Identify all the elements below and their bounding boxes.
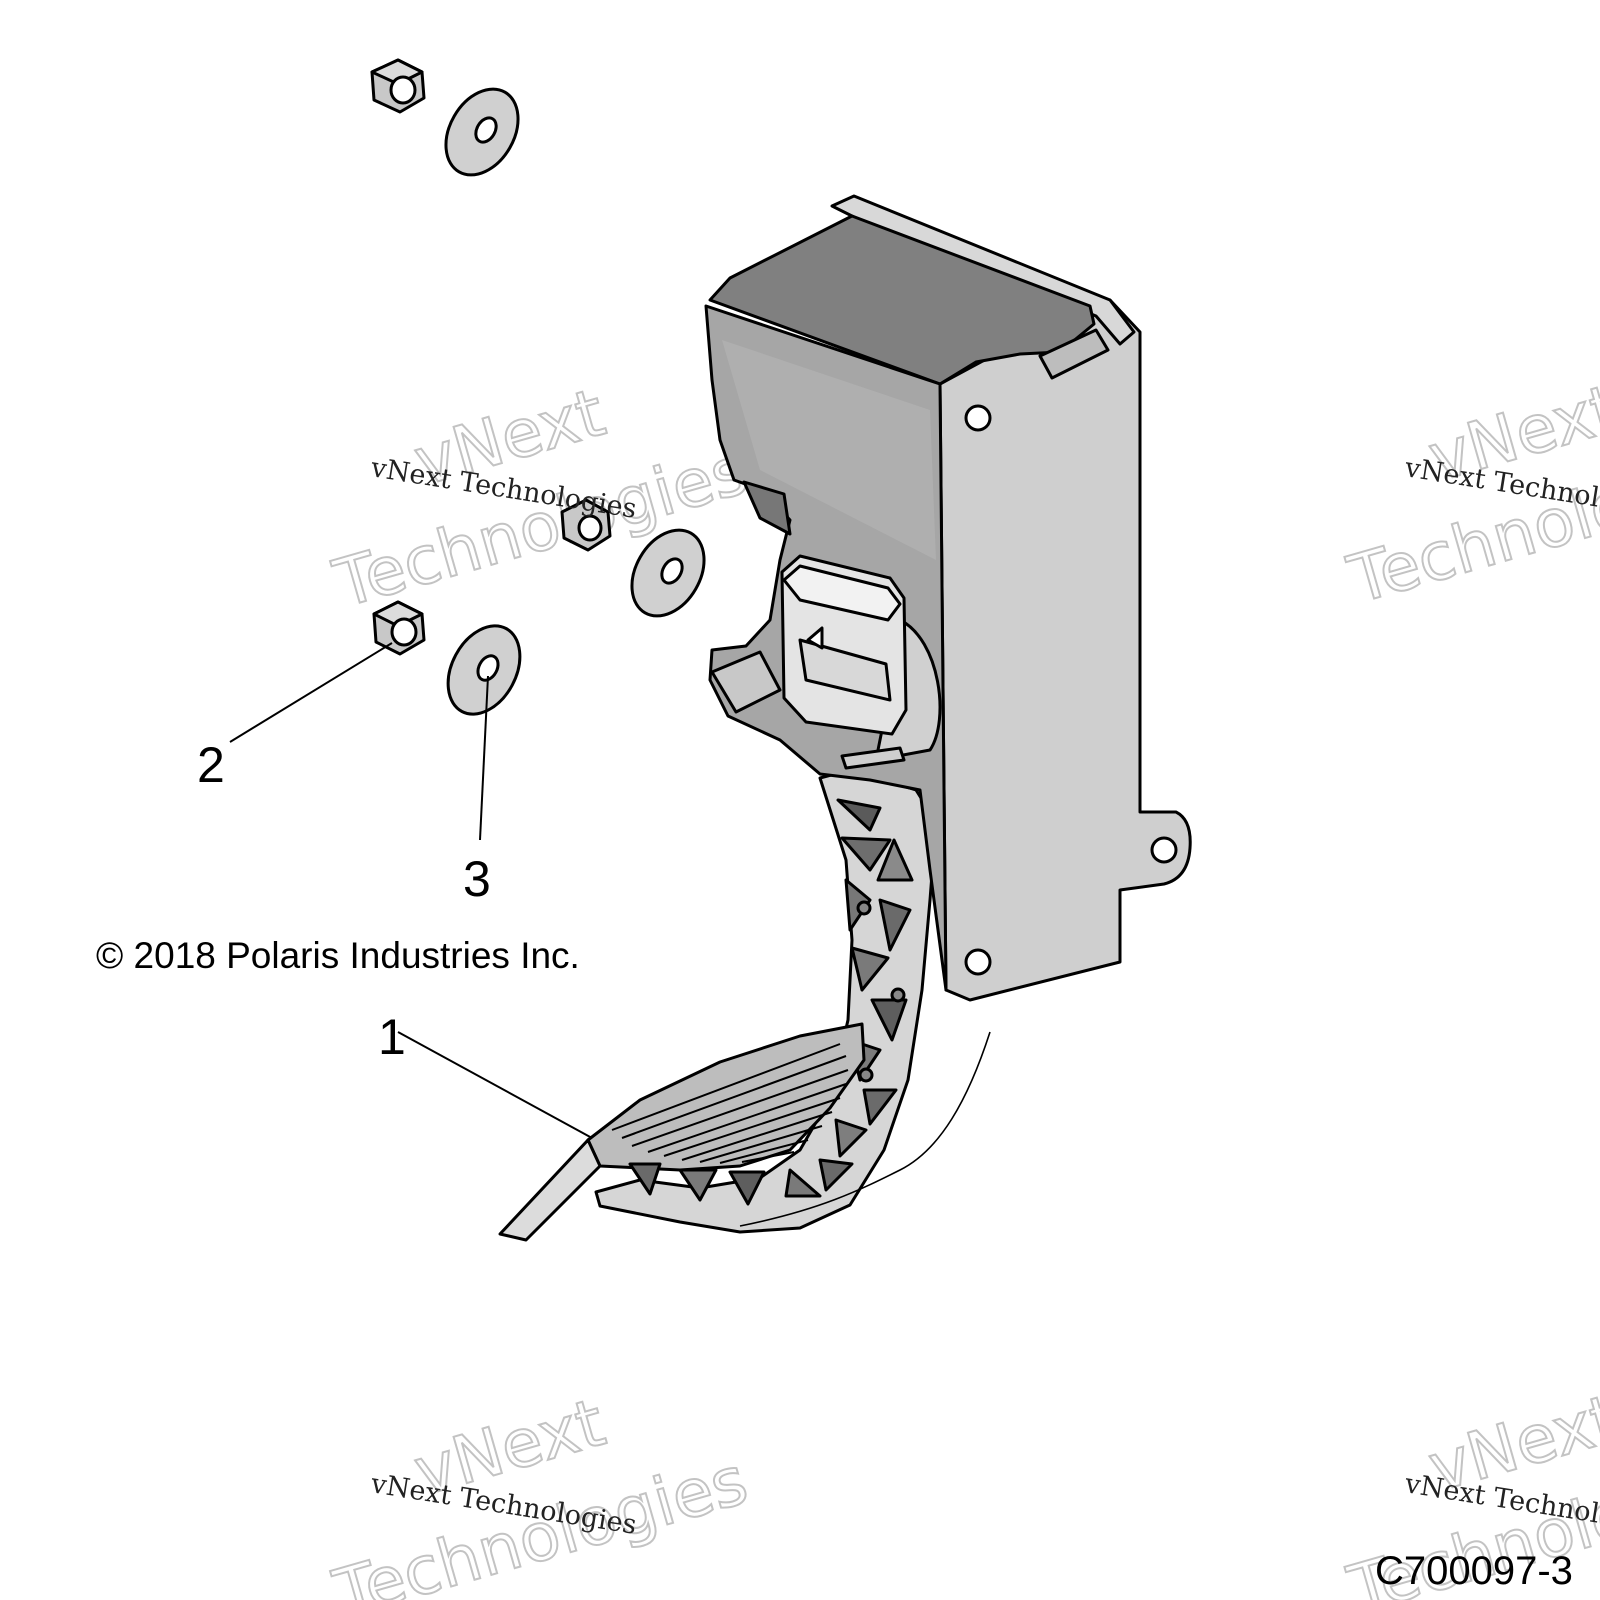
drawing-code: C700097-3 (1375, 1549, 1573, 1593)
watermark-bottom-left: vNext Technologies (325, 1383, 757, 1600)
hex-nut-top (370, 58, 426, 114)
electrical-connector (780, 554, 942, 770)
hex-nut-middle (560, 498, 612, 552)
washer-middle (630, 528, 706, 618)
callout-1: 1 (378, 1009, 406, 1065)
washer-top (444, 87, 520, 177)
leader-lines (229, 642, 593, 1139)
washer-callout-3 (446, 624, 522, 716)
leader-line-2 (229, 642, 393, 743)
mounting-plate (938, 298, 1192, 1002)
hex-nut-callout-2 (372, 600, 426, 656)
copyright-notice: © 2018 Polaris Industries Inc. (96, 935, 580, 976)
pedal-foot-pad (498, 1022, 991, 1242)
callout-2: 2 (197, 737, 225, 793)
callout-3: 3 (463, 851, 491, 907)
leader-line-3 (479, 675, 489, 841)
leader-line-1 (397, 1031, 593, 1139)
